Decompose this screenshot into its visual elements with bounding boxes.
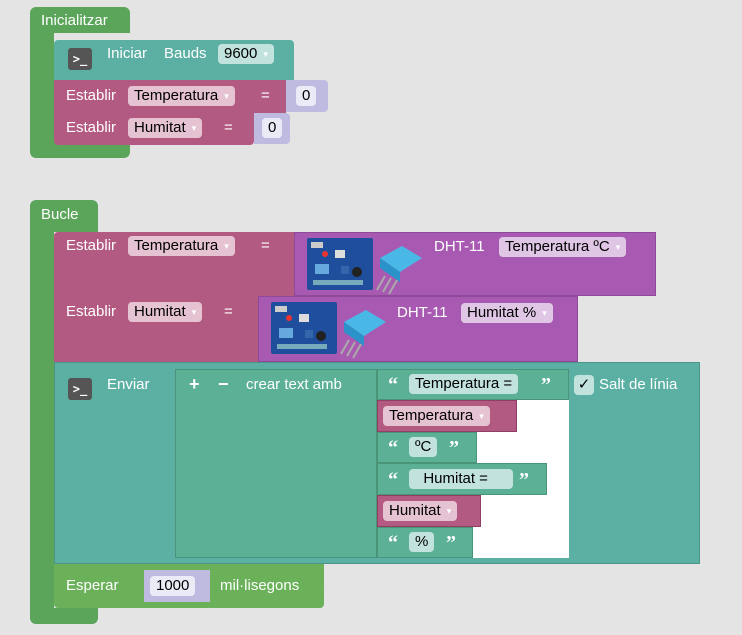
dht11-temperature-block[interactable]: DHT-11 Temperatura ºC ▾ (294, 232, 656, 296)
variable-name: Humitat (134, 119, 186, 136)
number-field[interactable]: 0 (262, 118, 283, 138)
text-field[interactable]: ºC (409, 437, 438, 457)
sensor-label: DHT-11 (434, 238, 485, 255)
chevron-down-icon: ▾ (479, 411, 484, 422)
chevron-down-icon: ▾ (615, 242, 621, 253)
dht11-humidity-block[interactable]: DHT-11 Humitat % ▾ (258, 296, 578, 362)
add-input-button[interactable]: + (189, 374, 200, 394)
wait-label: Esperar (66, 577, 119, 594)
chevron-down-icon: ▾ (224, 91, 229, 102)
chevron-down-icon: ▾ (224, 241, 229, 252)
serial-begin-label: Iniciar (107, 45, 148, 62)
sensor-label: DHT-11 (397, 304, 448, 321)
set-temperature-block[interactable]: Establir Temperatura ▾ = (54, 232, 294, 296)
variable-dropdown[interactable]: Temperatura ▾ (128, 86, 235, 106)
set-temperature-block[interactable]: Establir Temperatura ▾ = (54, 80, 286, 113)
text-field[interactable]: Humitat = (409, 469, 513, 489)
set-label: Establir (66, 237, 117, 254)
number-block[interactable]: 0 (254, 113, 290, 144)
set-humidity-block[interactable]: Establir Humitat ▾ = (54, 113, 254, 145)
open-quote-icon: “ (388, 469, 398, 491)
close-quote-icon: ” (519, 469, 529, 491)
number-block[interactable]: 0 (286, 80, 328, 112)
variable-name: Temperatura (389, 407, 474, 424)
variable-name: Humitat (389, 502, 441, 519)
remove-input-button[interactable]: − (218, 374, 229, 394)
variable-item[interactable]: Temperatura ▾ (377, 400, 517, 432)
chevron-down-icon: ▾ (191, 123, 197, 134)
chevron-down-icon: ▾ (446, 506, 452, 517)
serial-begin-block[interactable]: >_ Iniciar Bauds 9600 ▾ (54, 40, 294, 80)
variable-item[interactable]: Humitat ▾ (377, 495, 481, 527)
bauds-label: Bauds (164, 45, 207, 62)
equals-sign: = (224, 119, 233, 136)
reading-name: Humitat % (467, 304, 537, 321)
send-label: Enviar (107, 376, 150, 393)
equals-sign: = (261, 87, 270, 104)
text-item[interactable]: “ Humitat = ” (377, 463, 547, 495)
variable-dropdown[interactable]: Temperatura ▾ (383, 406, 490, 426)
set-label: Establir (66, 303, 117, 320)
text-field[interactable]: % (409, 532, 435, 552)
chevron-down-icon: ▾ (542, 308, 547, 319)
text-item[interactable]: “ Temperatura = ” (377, 369, 569, 400)
reading-name: Temperatura ºC (505, 238, 610, 255)
chevron-down-icon: ▾ (191, 307, 197, 318)
variable-name: Temperatura (134, 87, 219, 104)
variable-dropdown[interactable]: Humitat ▾ (383, 501, 458, 521)
equals-sign: = (261, 237, 270, 254)
loop-label: Bucle (41, 206, 79, 223)
text-item[interactable]: “ ºC ” (377, 432, 477, 463)
terminal-icon: >_ (68, 48, 92, 70)
dht11-board-image (307, 238, 422, 295)
reading-dropdown[interactable]: Temperatura ºC ▾ (499, 237, 627, 257)
text-field[interactable]: Temperatura = (409, 374, 519, 394)
bauds-value: 9600 (224, 45, 258, 62)
text-item[interactable]: “ % ” (377, 527, 473, 558)
chevron-down-icon: ▾ (263, 49, 268, 60)
join-text-block[interactable]: + − crear text amb (175, 369, 377, 558)
variable-name: Humitat (134, 303, 186, 320)
variable-dropdown[interactable]: Temperatura ▾ (128, 236, 235, 256)
variable-dropdown[interactable]: Humitat ▾ (128, 118, 203, 138)
reading-dropdown[interactable]: Humitat % ▾ (461, 303, 553, 323)
close-quote-icon: ” (446, 532, 456, 554)
number-field[interactable]: 0 (296, 86, 317, 106)
close-quote-icon: ” (541, 374, 551, 396)
open-quote-icon: “ (388, 437, 398, 459)
set-label: Establir (66, 119, 117, 136)
newline-checkbox[interactable]: ✓ (574, 375, 594, 395)
bauds-dropdown[interactable]: 9600 ▾ (218, 44, 274, 64)
join-label: crear text amb (246, 376, 342, 393)
variable-name: Temperatura (134, 237, 219, 254)
variable-dropdown[interactable]: Humitat ▾ (128, 302, 203, 322)
equals-sign: = (224, 303, 233, 320)
open-quote-icon: “ (388, 532, 398, 554)
wait-unit-label: mil·lisegons (220, 577, 300, 594)
dht11-board-image (271, 302, 386, 359)
number-block[interactable]: 1000 (144, 570, 210, 602)
open-quote-icon: “ (388, 374, 398, 396)
newline-label: Salt de línia (599, 376, 678, 393)
close-quote-icon: ” (449, 437, 459, 459)
setup-label: Inicialitzar (41, 12, 108, 29)
set-label: Establir (66, 87, 117, 104)
wait-ms-field[interactable]: 1000 (150, 576, 196, 596)
terminal-icon: >_ (68, 378, 92, 400)
set-humidity-block[interactable]: Establir Humitat ▾ = (54, 296, 258, 362)
